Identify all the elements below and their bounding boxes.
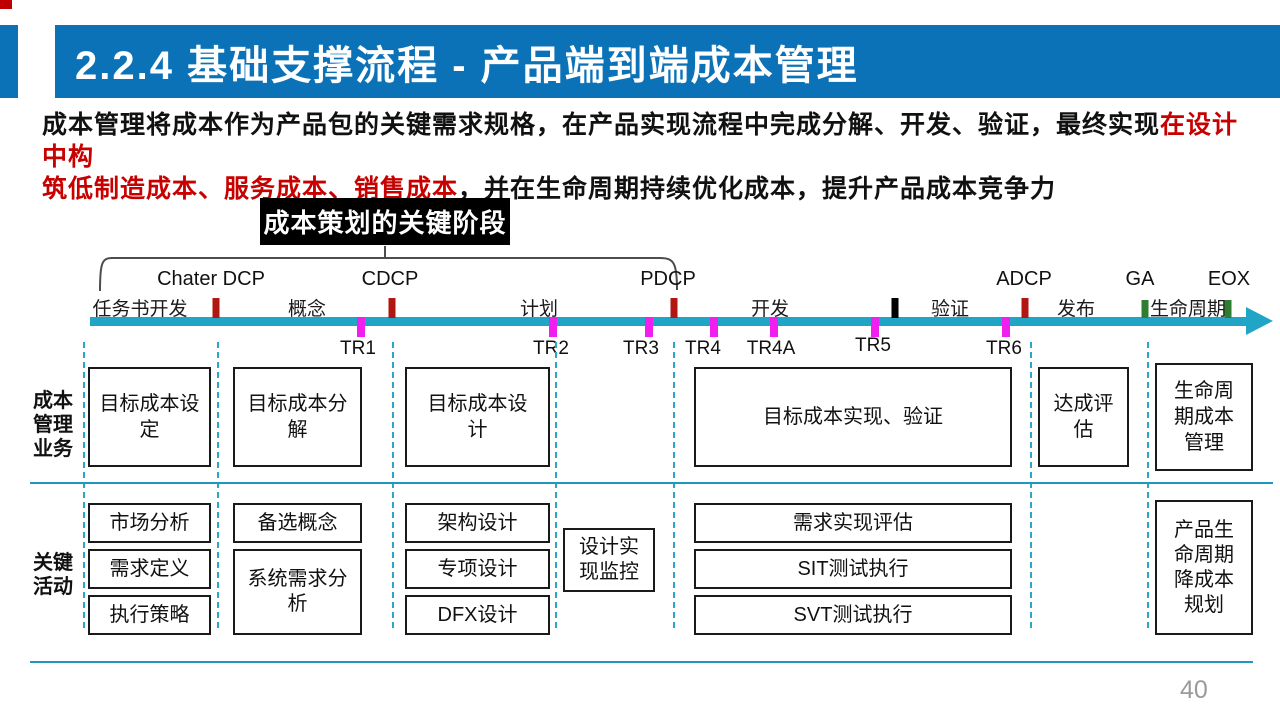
box-target-cost-realize-verify: 目标成本实现、验证 xyxy=(694,367,1012,467)
box-dfx-design: DFX设计 xyxy=(405,595,550,635)
intro-line-1: 成本管理将成本作为产品包的关键需求规格，在产品实现流程中完成分解、开发、验证，最… xyxy=(42,109,1257,173)
phase-label-develop: 开发 xyxy=(750,299,790,320)
box-design-impl-monitor: 设计实 现监控 xyxy=(563,528,655,592)
tr-label-tr6: TR6 xyxy=(986,338,1022,359)
side-accent-bar xyxy=(0,25,18,98)
tr-tick-tr4a xyxy=(770,317,778,337)
milestone-label-eox: EOX xyxy=(1207,268,1251,290)
milestone-tick-adcp xyxy=(1021,298,1029,318)
phase-label-release: 发布 xyxy=(1056,299,1096,320)
tr-tick-tr5 xyxy=(871,317,879,337)
row-label-cost-business: 成本 管理 业务 xyxy=(33,390,73,460)
page-title: 2.2.4 基础支撑流程 - 产品端到端成本管理 xyxy=(75,43,859,88)
box-achievement-evaluation: 达成评 估 xyxy=(1038,367,1129,467)
box-execution-strategy: 执行策略 xyxy=(88,595,211,635)
header-bar: 2.2.4 基础支撑流程 - 产品端到端成本管理 xyxy=(55,25,1280,98)
box-market-analysis: 市场分析 xyxy=(88,503,211,543)
tr-label-tr4: TR4 xyxy=(685,338,721,359)
tr-tick-tr6 xyxy=(1002,317,1010,337)
column-guide-6 xyxy=(1030,342,1032,628)
box-sit-test-execution: SIT测试执行 xyxy=(694,549,1012,589)
milestone-tick-cdcp xyxy=(388,298,396,318)
page-number: 40 xyxy=(1180,676,1208,704)
tr-label-tr5: TR5 xyxy=(855,335,891,356)
milestone-tick-chater-dcp xyxy=(212,298,220,318)
milestone-tick-ga xyxy=(1141,300,1149,318)
box-requirement-definition: 需求定义 xyxy=(88,549,211,589)
phase-boundary-tick xyxy=(891,298,899,318)
tr-tick-tr4 xyxy=(710,317,718,337)
milestone-label-adcp: ADCP xyxy=(996,268,1052,290)
intro-line1-red: 在设计中构 xyxy=(42,111,1239,171)
intro-paragraph: 成本管理将成本作为产品包的关键需求规格，在产品实现流程中完成分解、开发、验证，最… xyxy=(42,109,1257,205)
tr-tick-tr1 xyxy=(357,317,365,337)
timeline-bar xyxy=(90,317,1248,326)
box-system-req-analysis: 系统需求分 析 xyxy=(233,549,362,635)
footer-line xyxy=(30,661,1253,663)
box-special-design: 专项设计 xyxy=(405,549,550,589)
phase-label-plan: 计划 xyxy=(519,299,559,320)
column-guide-7 xyxy=(1147,342,1149,628)
box-target-cost-setting: 目标成本设 定 xyxy=(88,367,211,467)
row-separator-line xyxy=(30,482,1273,484)
phase-label-concept: 概念 xyxy=(287,299,327,320)
tr-tick-tr3 xyxy=(645,317,653,337)
milestone-label-cdcp: CDCP xyxy=(361,268,419,290)
tr-tick-tr2 xyxy=(549,317,557,337)
phase-label-verify: 验证 xyxy=(930,299,970,320)
phase-label-lifecycle: 生命周期 xyxy=(1149,299,1227,320)
intro-line2-black: ，并在生命周期持续优化成本，提升产品成本竞争力 xyxy=(458,175,1057,203)
timeline-arrowhead-icon xyxy=(1246,307,1273,335)
box-architecture-design: 架构设计 xyxy=(405,503,550,543)
milestone-label-chater-dcp: Chater DCP xyxy=(157,268,265,290)
tr-label-tr2: TR2 xyxy=(533,338,569,359)
annotation-box: 成本策划的关键阶段 xyxy=(260,198,510,245)
box-lifecycle-cost-mgmt: 生命周 期成本 管理 xyxy=(1155,363,1253,471)
box-target-cost-design: 目标成本设 计 xyxy=(405,367,550,467)
column-guide-4 xyxy=(555,342,557,628)
column-guide-3 xyxy=(392,342,394,628)
milestone-tick-eox xyxy=(1224,300,1232,318)
box-req-realization-eval: 需求实现评估 xyxy=(694,503,1012,543)
intro-line-2: 筑低制造成本、服务成本、销售成本，并在生命周期持续优化成本，提升产品成本竞争力 xyxy=(42,173,1257,205)
tr-label-tr4a: TR4A xyxy=(746,338,796,359)
intro-line1-black: 成本管理将成本作为产品包的关键需求规格，在产品实现流程中完成分解、开发、验证，最… xyxy=(42,111,1161,139)
milestone-tick-pdcp xyxy=(670,298,678,318)
tr-label-tr3: TR3 xyxy=(623,338,659,359)
phase-label-task-dev: 任务书开发 xyxy=(92,299,188,320)
milestone-label-pdcp: PDCP xyxy=(640,268,696,290)
column-guide-1 xyxy=(83,342,85,628)
corner-accent-shape xyxy=(0,0,12,9)
column-guide-2 xyxy=(217,342,219,628)
milestone-label-ga: GA xyxy=(1125,268,1155,290)
row-label-key-activities: 关键 活动 xyxy=(33,552,73,598)
box-target-cost-breakdown: 目标成本分 解 xyxy=(233,367,362,467)
box-product-lifecycle-cost-reduction: 产品生 命周期 降成本 规划 xyxy=(1155,500,1253,635)
column-guide-5 xyxy=(673,342,675,628)
box-svt-test-execution: SVT测试执行 xyxy=(694,595,1012,635)
tr-label-tr1: TR1 xyxy=(340,338,376,359)
box-alternative-concepts: 备选概念 xyxy=(233,503,362,543)
